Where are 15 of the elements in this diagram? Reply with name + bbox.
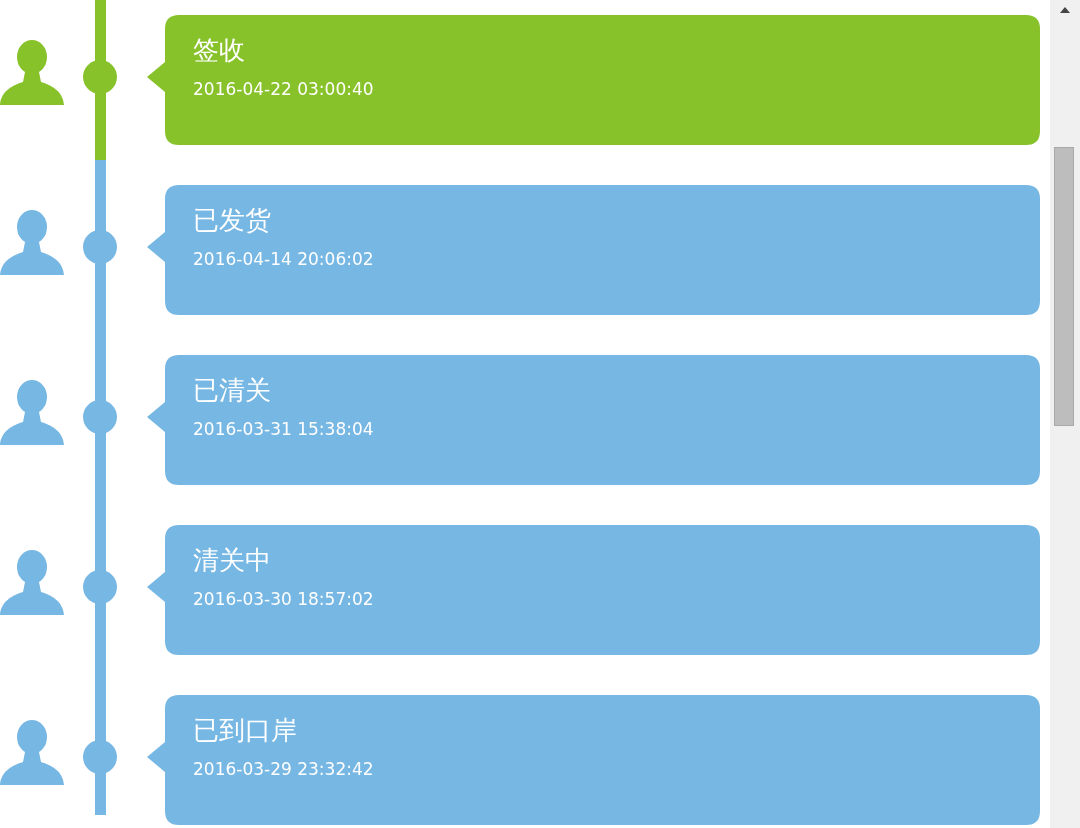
status-title: 签收 bbox=[193, 35, 245, 65]
status-title: 已到口岸 bbox=[193, 715, 297, 745]
status-card bbox=[147, 695, 1040, 825]
status-title: 已发货 bbox=[193, 205, 271, 235]
status-card bbox=[147, 185, 1040, 315]
status-title: 已清关 bbox=[193, 375, 271, 405]
status-title: 清关中 bbox=[193, 545, 271, 575]
status-card bbox=[147, 15, 1040, 145]
timestamp: 2016-03-30 18:57:02 bbox=[193, 588, 374, 610]
timestamp: 2016-04-22 03:00:40 bbox=[193, 78, 374, 100]
status-card bbox=[147, 525, 1040, 655]
timestamp: 2016-03-29 23:32:42 bbox=[193, 758, 374, 780]
timestamp: 2016-04-14 20:06:02 bbox=[193, 248, 374, 270]
timestamp: 2016-03-31 15:38:04 bbox=[193, 418, 374, 440]
status-card bbox=[147, 355, 1040, 485]
